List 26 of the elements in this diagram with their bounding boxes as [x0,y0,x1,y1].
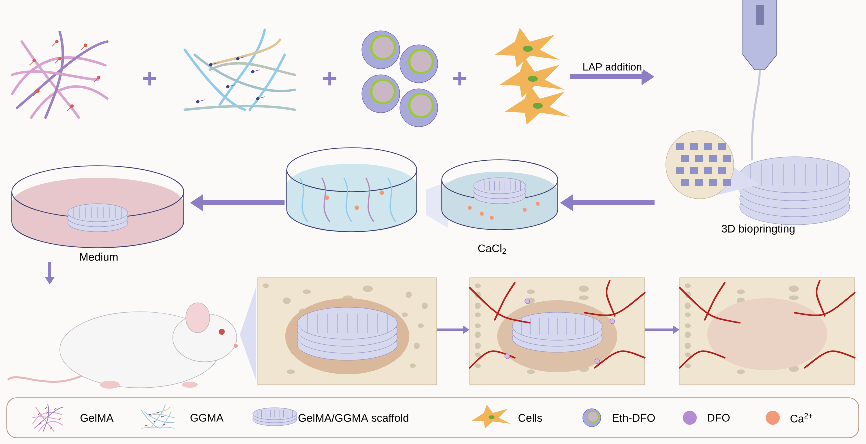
culture-dish-drawing [12,166,184,248]
bone-defect-drawing [469,278,646,386]
dish-drawing [426,160,558,230]
hydrogel-dish-drawing [286,148,418,232]
node-label: 3D biopringting [722,224,795,235]
legend-label: Cells [518,414,542,422]
legend-label: GelMA/GGMA scaffold [298,414,409,422]
legend-label: GGMA [190,414,224,422]
plus-sign: + [454,72,467,86]
bioprinter-drawing [666,0,850,226]
bone-defect-drawing [679,278,856,386]
legend-label: Ca$^{2+}$ [790,413,813,423]
bone-defect-drawing [258,278,438,386]
legend-label: GelMA [80,414,114,422]
legend-label: DFO [708,414,730,422]
legend-label: Eth-DFO [613,414,656,422]
microsphere-drawing [362,30,438,128]
ggma-network-drawing [184,28,296,112]
edge-label: LAP addition [584,63,642,71]
gelma-network-drawing [11,30,109,120]
mouse-drawing [8,288,256,389]
plus-sign: + [324,72,337,86]
node-label: CaCl$_{2}$ [478,244,506,254]
cells-drawing [495,28,570,125]
plus-sign: + [144,72,157,86]
node-label: Medium [80,252,118,261]
